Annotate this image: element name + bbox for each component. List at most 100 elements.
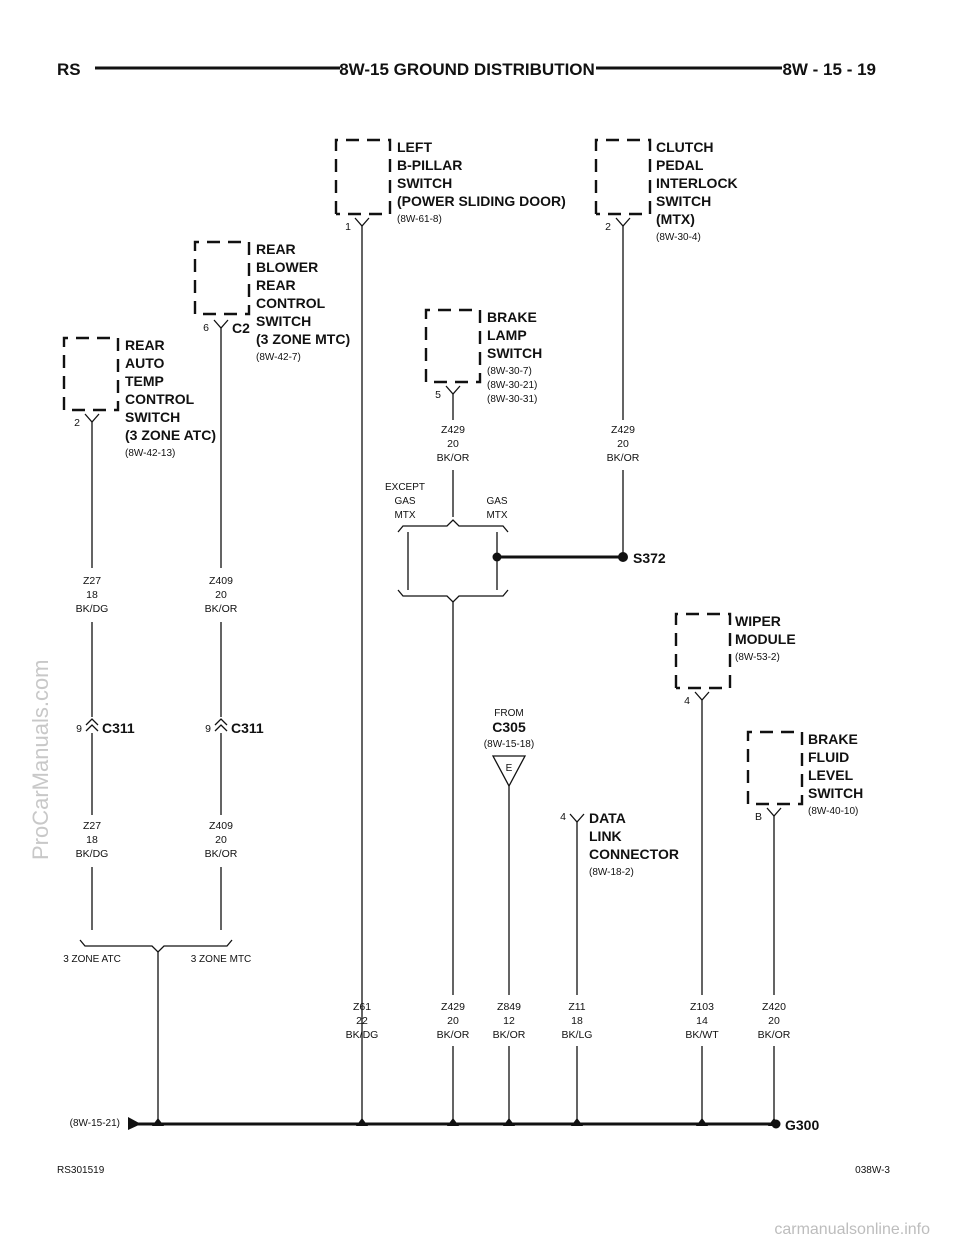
page-reference: (8W-42-7) — [256, 352, 301, 363]
ground-bus-g300: (8W-15-21) G300 — [70, 1117, 819, 1133]
wire-gauge: 20 — [215, 834, 227, 846]
label-line: CONNECTOR — [589, 846, 679, 862]
option-splice-top — [397, 519, 509, 533]
page-reference: (8W-61-8) — [397, 214, 442, 225]
splice-s372: S372 — [633, 550, 666, 566]
option-label: 3 ZONE ATC — [63, 954, 121, 965]
label-line: (MTX) — [656, 211, 695, 227]
pin-terminal — [84, 413, 100, 423]
wire-gauge: 20 — [215, 589, 227, 601]
connector-c311: C311 — [102, 720, 135, 736]
pin-terminal — [213, 319, 229, 329]
label-line: LINK — [589, 828, 622, 844]
wire-circuit: Z429 — [441, 1001, 465, 1013]
label-line: CLUTCH — [656, 139, 714, 155]
label-line: SWITCH — [397, 175, 452, 191]
wire-gauge: 20 — [617, 438, 629, 450]
clutch-pedal-interlock-switch: CLUTCH PEDAL INTERLOCK SWITCH (MTX) (8W-… — [594, 138, 738, 553]
wire-circuit: Z103 — [690, 1001, 714, 1013]
option-label: GAS — [394, 496, 415, 507]
page-reference: (8W-42-13) — [125, 448, 175, 459]
label-line: (POWER SLIDING DOOR) — [397, 193, 566, 209]
component-outline — [62, 336, 120, 412]
wire-gauge: 12 — [503, 1015, 515, 1027]
page-title: 8W-15 GROUND DISTRIBUTION — [339, 60, 595, 79]
wire-gauge: 18 — [571, 1015, 583, 1027]
wire-color: BK/WT — [685, 1029, 719, 1041]
label-line: REAR — [125, 337, 165, 353]
page-reference: (8W-30-4) — [656, 232, 701, 243]
side-watermark: ProCarManuals.com — [28, 659, 53, 860]
label-line: B-PILLAR — [397, 157, 462, 173]
ground-tap — [503, 1118, 515, 1126]
ground-tap — [447, 1118, 459, 1126]
wire-circuit: Z420 — [762, 1001, 786, 1013]
label-line: FLUID — [808, 749, 849, 765]
pin-terminal — [694, 691, 710, 701]
pin-terminal — [354, 217, 370, 227]
label-line: (3 ZONE MTC) — [256, 331, 350, 347]
ground-eyelet — [771, 1119, 781, 1129]
label-line: LAMP — [487, 327, 527, 343]
label-line: INTERLOCK — [656, 175, 738, 191]
wire-color: BK/DG — [346, 1029, 379, 1041]
component-outline — [193, 240, 251, 316]
pin-number: 5 — [435, 389, 441, 401]
label-line: SWITCH — [808, 785, 863, 801]
option-splice — [79, 939, 233, 953]
label-line: REAR — [256, 277, 296, 293]
wire-color: BK/OR — [437, 1029, 470, 1041]
connector-pin: 9 — [205, 723, 211, 735]
wire-color: BK/OR — [437, 452, 470, 464]
rear-auto-temp-control-switch: REAR AUTO TEMP CONTROL SWITCH (3 ZONE AT… — [62, 336, 216, 930]
label-line: MODULE — [735, 631, 796, 647]
page-reference: (8W-18-2) — [589, 867, 634, 878]
inline-connector-triangle — [491, 755, 527, 788]
pin-number: B — [755, 811, 762, 823]
wiper-module: WIPER MODULE (8W-53-2) 4 — [674, 612, 796, 995]
component-outline — [594, 138, 652, 216]
wire-color: BK/DG — [76, 603, 109, 615]
label-line: SWITCH — [656, 193, 711, 209]
page-reference: (8W-15-21) — [70, 1118, 120, 1129]
brake-fluid-level-switch: BRAKE FLUID LEVEL SWITCH (8W-40-10) B — [746, 730, 863, 995]
ground-tap — [696, 1118, 708, 1126]
ground-tap — [152, 1118, 164, 1126]
wire-circuit: Z429 — [441, 424, 465, 436]
connector-c311: C311 — [231, 720, 264, 736]
label-line: PEDAL — [656, 157, 704, 173]
wire-color: BK/OR — [205, 848, 238, 860]
label-line: LEFT — [397, 139, 432, 155]
rear-blower-control-switch: REAR BLOWER REAR CONTROL SWITCH (3 ZONE … — [193, 240, 350, 930]
label-line: BRAKE — [808, 731, 858, 747]
pin-number: 2 — [605, 221, 611, 233]
page-reference: (8W-15-18) — [484, 739, 534, 750]
wire-circuit: Z27 — [83, 575, 101, 587]
label-line: (3 ZONE ATC) — [125, 427, 216, 443]
footer-code: 038W-3 — [855, 1165, 890, 1176]
wire-gauge: 18 — [86, 834, 98, 846]
zone-option-bracket: 3 ZONE ATC 3 ZONE MTC — [63, 939, 251, 1120]
ground-tap — [571, 1118, 583, 1126]
wire-gauge: 20 — [768, 1015, 780, 1027]
wire-circuit: Z61 — [353, 1001, 371, 1013]
wire-gauge: 18 — [86, 589, 98, 601]
from-label: FROM — [494, 708, 523, 719]
label-line: AUTO — [125, 355, 165, 371]
wire-gauge: 20 — [447, 1015, 459, 1027]
wire-circuit: Z409 — [209, 575, 233, 587]
pin-number: 6 — [203, 322, 209, 334]
label-line: SWITCH — [256, 313, 311, 329]
component-outline — [424, 308, 482, 384]
component-outline — [746, 730, 804, 806]
pin-terminal — [766, 807, 782, 817]
wire-circuit: Z27 — [83, 820, 101, 832]
header-section: RS — [57, 60, 81, 79]
wire-gauge: 14 — [696, 1015, 708, 1027]
wire-gauge: 22 — [356, 1015, 368, 1027]
wire-circuit: Z849 — [497, 1001, 521, 1013]
connector-c305: C305 — [492, 719, 526, 735]
page-reference: (8W-30-31) — [487, 394, 537, 405]
